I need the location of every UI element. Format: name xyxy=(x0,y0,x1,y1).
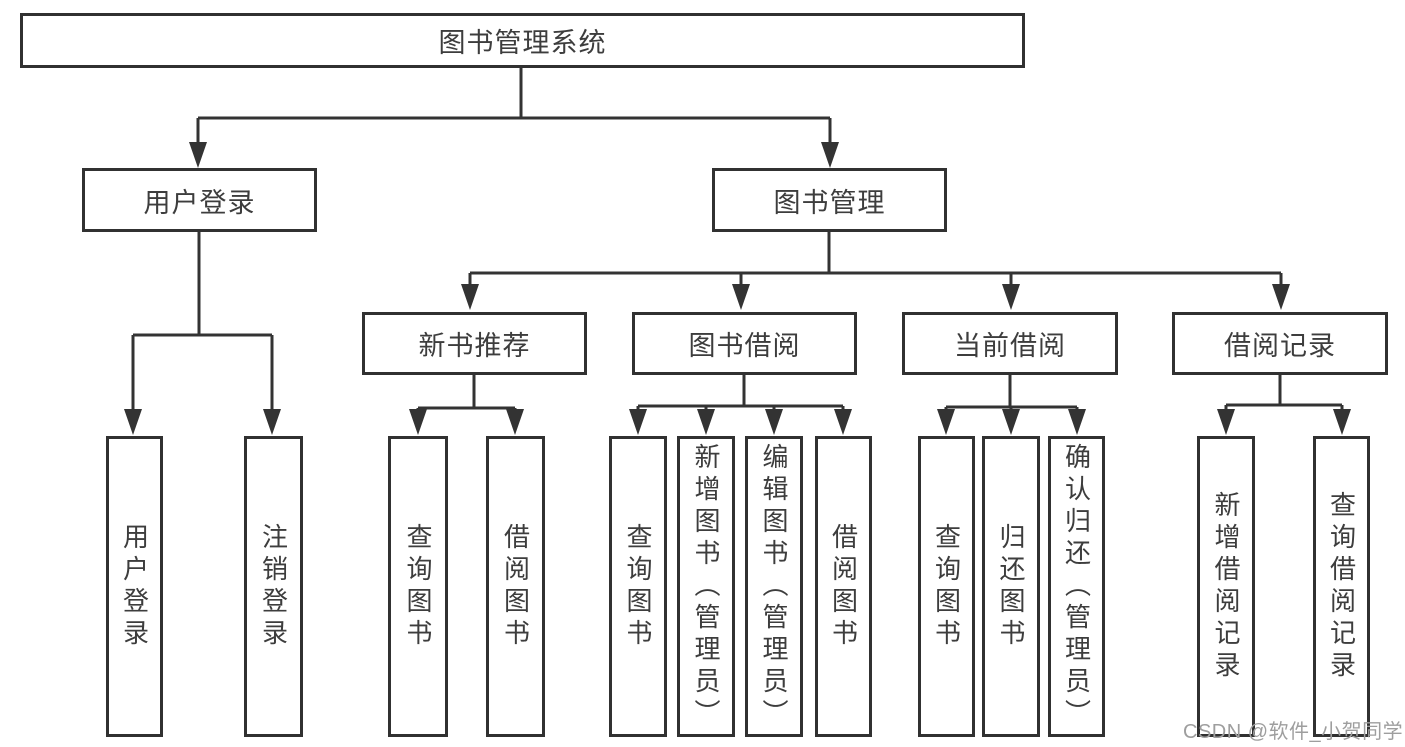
node-leaf-borrow-books-borrowing: 借阅图书 xyxy=(815,436,872,737)
node-root-system: 图书管理系统 xyxy=(20,13,1025,68)
node-leaf-add-books-admin: 新增图书（管理员） xyxy=(677,436,735,737)
csdn-watermark: CSDN @软件_小贺同学 xyxy=(1183,721,1404,743)
node-leaf-query-books-borrowing: 查询图书 xyxy=(609,436,667,737)
node-user-login-module: 用户登录 xyxy=(82,168,317,232)
node-root-system-label: 图书管理系统 xyxy=(438,28,607,58)
node-leaf-borrow-books-recommend: 借阅图书 xyxy=(486,436,545,737)
connector-current-borrow-split xyxy=(944,375,1079,413)
connector-new-book-split xyxy=(416,375,517,413)
node-leaf-return-books: 归还图书 xyxy=(982,436,1040,737)
connector-book-borrow-split xyxy=(636,375,845,413)
node-leaf-query-books-recommend: 查询图书 xyxy=(388,436,448,737)
node-leaf-confirm-return-admin: 确认归还（管理员） xyxy=(1048,436,1105,737)
node-book-management-module: 图书管理 xyxy=(712,168,947,232)
node-leaf-logout: 注销登录 xyxy=(244,436,303,737)
node-user-login-module-label: 用户登录 xyxy=(143,187,256,218)
node-leaf-add-borrow-record: 新增借阅记录 xyxy=(1197,436,1255,737)
connector-user-login-split xyxy=(131,232,274,413)
node-borrowing-records-label: 借阅记录 xyxy=(1224,331,1336,361)
connector-borrow-record-split xyxy=(1224,375,1344,413)
node-book-borrowing-label: 图书借阅 xyxy=(688,331,801,361)
connector-root-split xyxy=(196,68,832,146)
node-new-book-recommend: 新书推荐 xyxy=(362,312,587,375)
node-leaf-edit-books-admin: 编辑图书（管理员） xyxy=(745,436,803,737)
node-leaf-query-books-current: 查询图书 xyxy=(918,436,975,737)
node-leaf-query-borrow-record: 查询借阅记录 xyxy=(1313,436,1370,737)
node-new-book-recommend-label: 新书推荐 xyxy=(418,331,531,361)
node-current-borrowing: 当前借阅 xyxy=(902,312,1118,375)
node-current-borrowing-label: 当前借阅 xyxy=(954,331,1066,361)
node-borrowing-records: 借阅记录 xyxy=(1172,312,1388,375)
node-book-borrowing: 图书借阅 xyxy=(632,312,857,375)
node-book-management-module-label: 图书管理 xyxy=(773,187,886,218)
arrowheads xyxy=(124,142,1351,435)
node-leaf-user-login: 用户登录 xyxy=(106,436,163,737)
connector-book-mgmt-split xyxy=(468,232,1283,288)
